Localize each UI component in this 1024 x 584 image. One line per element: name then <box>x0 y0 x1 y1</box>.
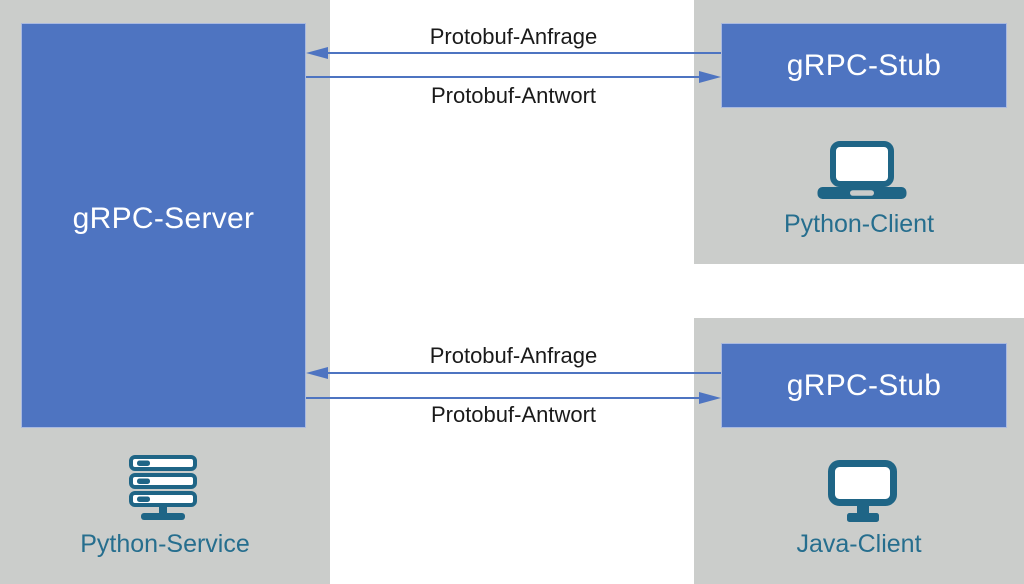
laptop-icon <box>817 141 907 199</box>
request-label-bottom: Protobuf-Anfrage <box>429 343 598 368</box>
java-client-label: Java-Client <box>796 530 922 558</box>
grpc-stub-label-bottom: gRPC-Stub <box>786 368 942 402</box>
request-label-top: Protobuf-Anfrage <box>429 24 598 49</box>
grpc-server-box: gRPC-Server <box>21 23 306 428</box>
python-service-label: Python-Service <box>80 530 250 558</box>
response-label-bottom: Protobuf-Antwort <box>430 402 597 427</box>
grpc-stub-box-bottom: gRPC-Stub <box>721 343 1007 428</box>
python-client-label: Python-Client <box>783 210 935 238</box>
grpc-stub-box-top: gRPC-Stub <box>721 23 1007 108</box>
grpc-stub-label-top: gRPC-Stub <box>786 48 942 82</box>
response-label-top: Protobuf-Antwort <box>430 83 597 108</box>
server-rack-icon <box>129 455 197 520</box>
grpc-server-label: gRPC-Server <box>72 201 255 235</box>
desktop-monitor-icon <box>828 460 897 522</box>
